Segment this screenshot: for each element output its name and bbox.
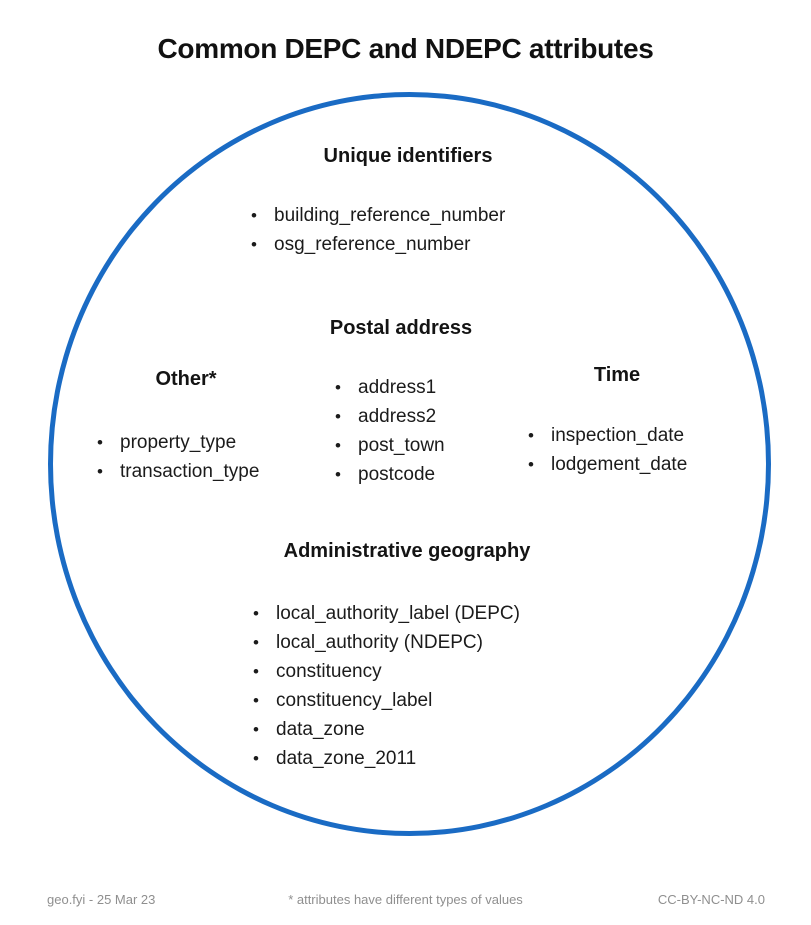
attr-label: lodgement_date (551, 454, 688, 475)
attr-label: postcode (358, 464, 436, 485)
bullet-icon: • (97, 462, 103, 481)
group-header-other: Other* (155, 368, 217, 390)
list-item: • building_reference_number (251, 201, 505, 230)
bullet-icon: • (253, 691, 259, 710)
attr-list-administrative-geography: • local_authority_label (DEPC) • local_aut… (253, 599, 520, 773)
bullet-icon: • (335, 465, 341, 484)
footer-license: CC-BY-NC-ND 4.0 (657, 892, 765, 907)
group-header-unique-identifiers: Unique identifiers (323, 145, 493, 167)
bullet-icon: • (335, 436, 341, 455)
attr-list-postal-address: • address1 • address2 • post_town • postcode (335, 373, 445, 489)
bullet-icon: • (251, 235, 257, 254)
bullet-icon: • (528, 455, 534, 474)
attr-list-other: • property_type • transaction_type (97, 428, 259, 486)
list-item: • lodgement_date (528, 450, 687, 479)
list-item: • osg_reference_number (251, 230, 505, 259)
list-item: • local_authority (NDEPC) (253, 628, 520, 657)
attr-label: data_zone (276, 719, 365, 740)
attr-label: constituency (276, 661, 382, 682)
list-item: • post_town (335, 431, 445, 460)
list-item: • constituency_label (253, 686, 520, 715)
bullet-icon: • (253, 720, 259, 739)
list-item: • inspection_date (528, 421, 687, 450)
attr-label: data_zone_2011 (276, 748, 417, 769)
attr-label: local_authority (NDEPC) (276, 632, 483, 653)
list-item: • data_zone (253, 715, 520, 744)
list-item: • transaction_type (97, 457, 259, 486)
bullet-icon: • (253, 662, 259, 681)
attr-label: building_reference_number (274, 205, 506, 226)
bullet-icon: • (335, 407, 341, 426)
attr-label: inspection_date (551, 425, 685, 446)
list-item: • data_zone_2011 (253, 744, 520, 773)
bullet-icon: • (335, 378, 341, 397)
attr-label: osg_reference_number (274, 234, 471, 255)
bullet-icon: • (253, 749, 259, 768)
attr-label: transaction_type (120, 461, 260, 482)
attr-label: constituency_label (276, 690, 433, 711)
attr-label: local_authority_label (DEPC) (276, 603, 520, 624)
attr-label: address2 (358, 406, 437, 427)
list-item: • postcode (335, 460, 445, 489)
attr-label: post_town (358, 435, 445, 456)
bullet-icon: • (97, 433, 103, 452)
group-header-postal-address: Postal address (329, 317, 473, 339)
bullet-icon: • (251, 206, 257, 225)
list-item: • address1 (335, 373, 445, 402)
group-header-administrative-geography: Administrative geography (283, 540, 531, 562)
venn-circle (48, 92, 771, 836)
group-header-time: Time (593, 364, 641, 386)
footer-footnote: * attributes have different types of val… (288, 892, 523, 907)
list-item: • local_authority_label (DEPC) (253, 599, 520, 628)
bullet-icon: • (528, 426, 534, 445)
attr-label: property_type (120, 432, 237, 453)
attr-list-time: • inspection_date • lodgement_date (528, 421, 687, 479)
bullet-icon: • (253, 633, 259, 652)
attr-label: address1 (358, 377, 437, 398)
page-title: Common DEPC and NDEPC attributes (157, 33, 654, 64)
list-item: • constituency (253, 657, 520, 686)
list-item: • property_type (97, 428, 259, 457)
attr-list-unique-identifiers: • building_reference_number • osg_referenc… (251, 201, 505, 259)
footer-attribution: geo.fyi - 25 Mar 23 (47, 892, 156, 907)
bullet-icon: • (253, 604, 259, 623)
list-item: • address2 (335, 402, 445, 431)
